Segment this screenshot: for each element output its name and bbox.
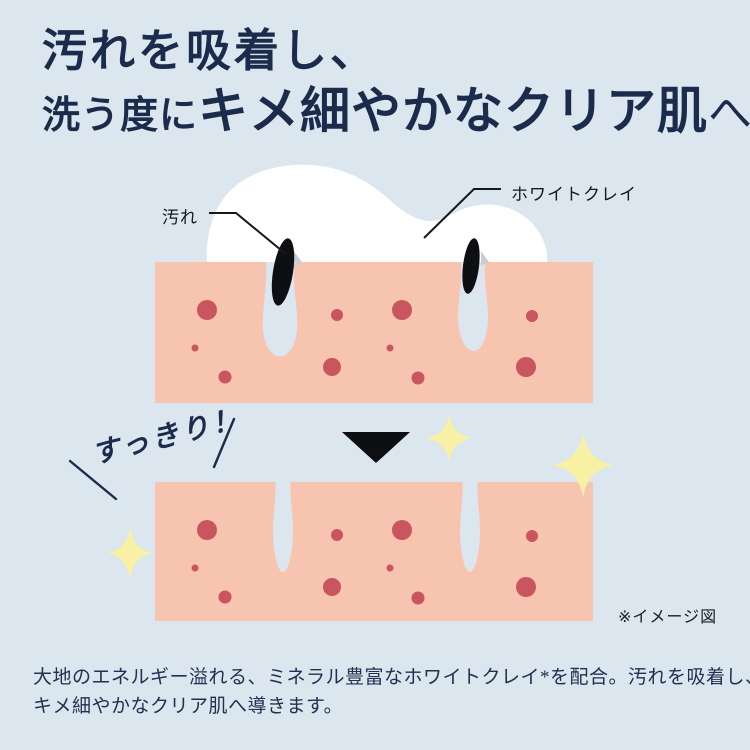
pore-shadow-right (481, 251, 489, 266)
pore-after-right (459, 482, 481, 572)
title-line-1: 汚れを吸着し、 (42, 26, 379, 76)
skin-block-after (155, 482, 593, 621)
title-line2-prefix: 洗う度に (42, 95, 199, 137)
footer-description: 大地のエネルギー溢れる、ミネラル豊富なホワイトクレイ*を配合。汚れを吸着し、洗う… (33, 663, 750, 721)
title-line-2: 洗う度にキメ細やかなクリア肌へ (42, 84, 750, 139)
footer-line-2: キメ細やかなクリア肌へ導きます。 (33, 696, 344, 717)
skin-block-before (155, 238, 593, 403)
title-line2-emphasis: キメ細やかなクリア肌 (198, 83, 709, 139)
dirt-leader-line (209, 212, 288, 256)
footer-line-1: 大地のエネルギー溢れる、ミネラル豊富なホワイトクレイ*を配合。汚れを吸着し、洗う… (33, 667, 750, 688)
white-clay-label: ホワイトクレイ (511, 185, 637, 204)
down-arrow-icon (342, 432, 410, 463)
caption-stroke-right (212, 417, 236, 469)
sparkle-icon-large (551, 432, 615, 498)
skin-spots-before (191, 300, 538, 385)
caption-stroke-left (68, 459, 118, 501)
dirt-plug-right (462, 238, 480, 294)
pore-shadow-left (293, 250, 302, 268)
white-clay-blob (206, 164, 548, 263)
sparkle-icon-left (107, 526, 153, 580)
pore-after-left (272, 482, 294, 572)
page-title: 汚れを吸着し、 洗う度にキメ細やかなクリア肌へ (42, 24, 750, 139)
sparkles (107, 414, 615, 580)
dirt-plug-left (271, 238, 295, 306)
sparkle-icon-small (425, 414, 473, 462)
image-note: ※イメージ図 (618, 609, 718, 626)
clay-leader-line (423, 188, 501, 239)
skin-spots-after (191, 520, 538, 605)
dirt-label: 汚れ (162, 208, 198, 227)
title-line2-suffix: へ (708, 89, 750, 138)
